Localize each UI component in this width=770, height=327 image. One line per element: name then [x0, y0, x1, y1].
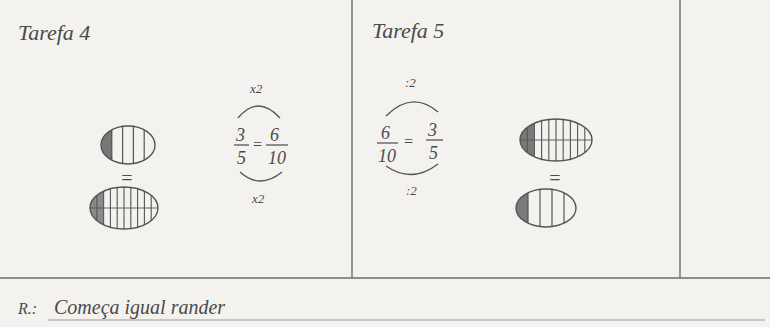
fraction-ellipse: [88, 184, 160, 234]
fraction-bar: [266, 144, 288, 145]
denominator: 10: [378, 147, 396, 165]
numerator: 6: [270, 126, 279, 144]
equals-sign: =: [120, 168, 134, 188]
operation-label: :2: [405, 76, 416, 89]
operation-arc: [238, 106, 280, 118]
denominator: 10: [268, 149, 286, 167]
denominator: 5: [429, 144, 438, 162]
denominator: 5: [237, 149, 246, 167]
numerator: 3: [428, 121, 437, 139]
numerator: 3: [236, 126, 245, 144]
fraction-bar: [377, 142, 398, 143]
fraction-ellipse: [100, 120, 155, 170]
fraction-marks: [234, 102, 443, 181]
operation-label: x2: [250, 82, 262, 95]
row-rule: [0, 277, 770, 278]
answer-line: [48, 320, 765, 321]
operation-arc: [386, 102, 438, 116]
column-rule: [679, 0, 680, 278]
fraction-bar: [234, 144, 249, 145]
equals-sign: =: [548, 168, 562, 188]
operation-label: :2: [406, 184, 417, 197]
operation-arc: [240, 172, 282, 181]
fraction-bar: [426, 139, 443, 140]
answer-prefix: R.:: [18, 301, 37, 317]
operation-label: x2: [252, 192, 264, 205]
task-title: Tarefa 4: [18, 22, 90, 44]
operation-arc: [386, 164, 438, 175]
fraction-ellipse: [515, 186, 576, 232]
page-rules: [0, 0, 770, 320]
task-title: Tarefa 5: [372, 20, 444, 42]
numerator: 6: [381, 124, 390, 142]
fraction-ellipse: [518, 116, 594, 166]
equals-sign: =: [403, 134, 414, 150]
column-rule: [351, 0, 352, 278]
equals-sign: =: [252, 137, 263, 153]
answer-text: Começa igual rander: [54, 297, 225, 317]
